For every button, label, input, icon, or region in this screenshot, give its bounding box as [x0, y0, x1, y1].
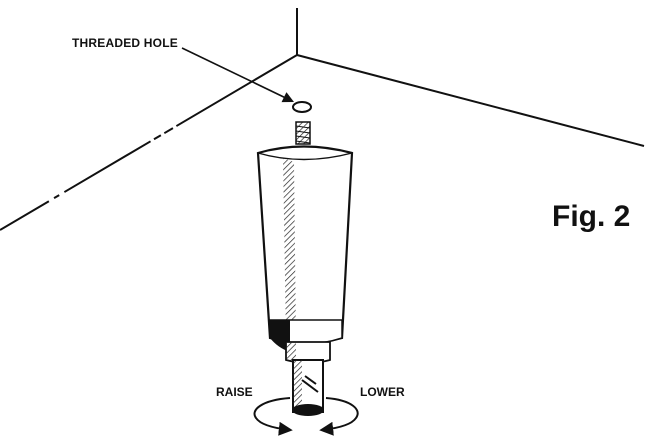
raise-arrow	[253, 397, 293, 436]
threaded-hole-label: THREADED HOLE	[72, 36, 178, 50]
cabinet-corner-lines	[0, 8, 645, 231]
lower-label: LOWER	[360, 385, 405, 399]
threaded-hole	[292, 101, 312, 113]
lower-arrow	[319, 397, 359, 436]
leg-body	[256, 145, 354, 352]
callout-arrow	[181, 47, 295, 103]
corner-left-edge	[0, 54, 298, 231]
corner-right-edge	[296, 54, 645, 147]
rotation-arrows	[253, 397, 359, 436]
adjustable-foot	[292, 359, 324, 416]
leg-collar	[285, 341, 331, 364]
raise-label: RAISE	[216, 385, 253, 399]
figure-label: Fig. 2	[552, 200, 631, 233]
threaded-stud	[295, 121, 311, 145]
